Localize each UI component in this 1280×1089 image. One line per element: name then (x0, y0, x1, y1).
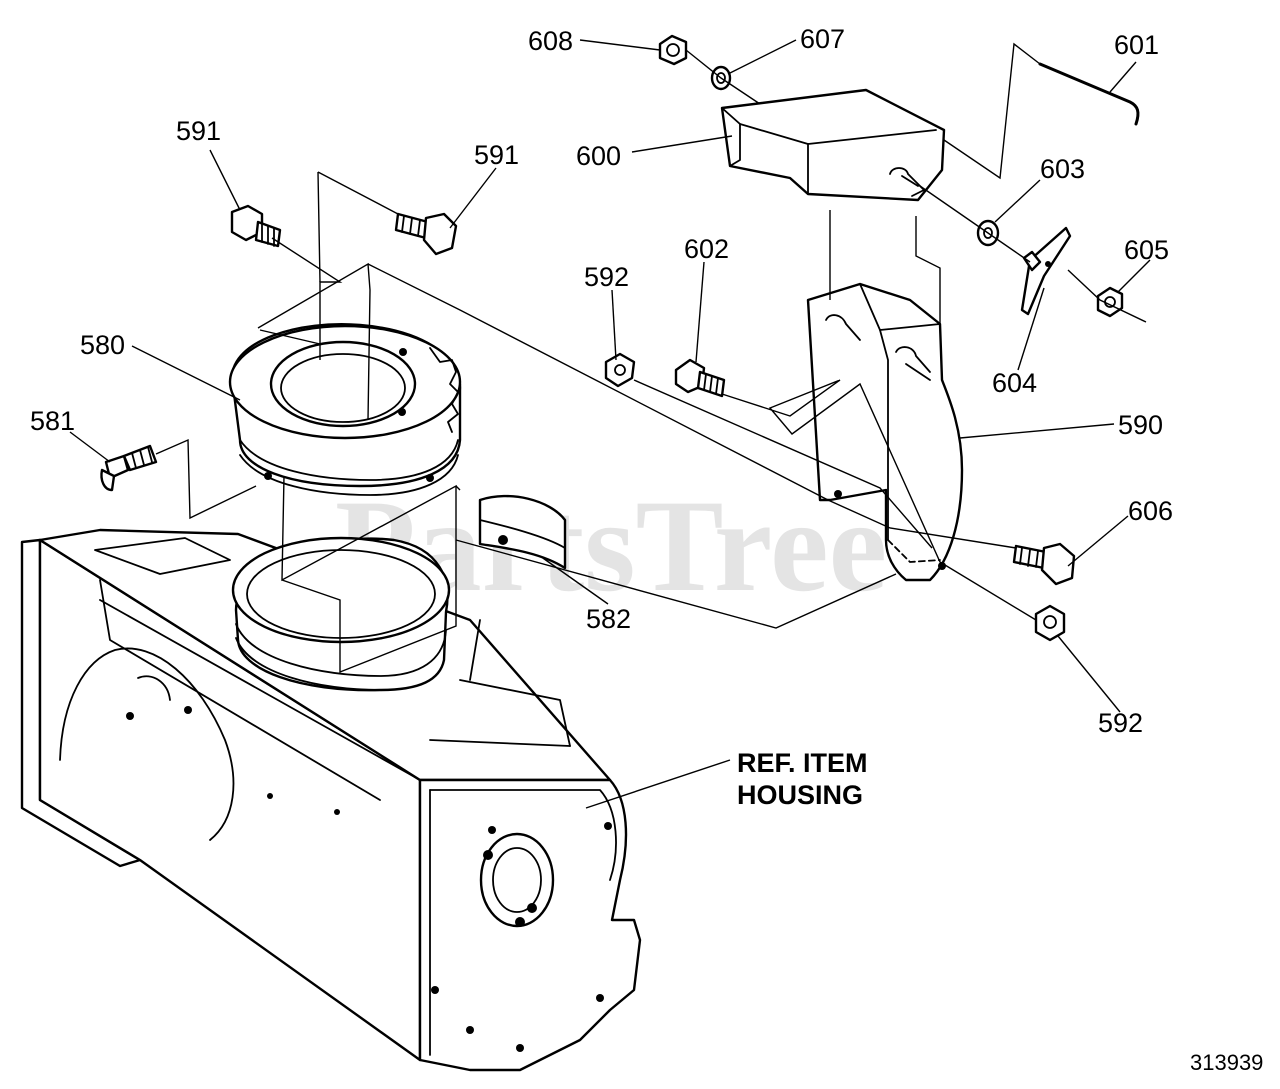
callout-605: 605 (1124, 235, 1169, 265)
part-592-nut-lower (1034, 604, 1066, 642)
part-608-nut (658, 34, 688, 66)
part-602-bolt (674, 358, 726, 398)
part-606-bolt (1012, 542, 1076, 586)
part-581-screw (100, 444, 158, 492)
callout-592-lower: 592 (1098, 708, 1143, 738)
callout-leaders (69, 39, 1151, 809)
callout-580: 580 (80, 330, 125, 360)
callout-591-right: 591 (474, 140, 519, 170)
document-number: 313939 (1190, 1050, 1263, 1075)
assembly-lines (155, 42, 1147, 674)
callout-591-left: 591 (176, 116, 221, 146)
part-601-pin (1038, 62, 1140, 126)
reference-label-line2: HOUSING (737, 780, 863, 810)
callout-608: 608 (528, 26, 573, 56)
callout-582: 582 (586, 604, 631, 634)
part-591-bolt-left (230, 204, 282, 248)
callout-581: 581 (30, 406, 75, 436)
callout-601: 601 (1114, 30, 1159, 60)
part-590-chute (806, 282, 964, 582)
callout-606: 606 (1128, 496, 1173, 526)
part-605-nut (1096, 286, 1124, 318)
part-591-bolt-right (394, 212, 458, 256)
reference-label-line1: REF. ITEM (737, 748, 868, 778)
callout-607: 607 (800, 24, 845, 54)
part-604-knob (1020, 226, 1072, 316)
callout-604: 604 (992, 368, 1037, 398)
callout-600: 600 (576, 141, 621, 171)
callout-592-upper: 592 (584, 262, 629, 292)
part-580-chute-ring (228, 323, 462, 496)
part-592-nut-upper (604, 352, 636, 388)
callout-603: 603 (1040, 154, 1085, 184)
part-600-deflector (720, 88, 946, 202)
part-582-clip (478, 494, 567, 570)
callout-590: 590 (1118, 410, 1163, 440)
callout-labels: 608 607 601 600 603 605 604 591 591 592 … (30, 24, 1263, 1075)
callout-602: 602 (684, 234, 729, 264)
